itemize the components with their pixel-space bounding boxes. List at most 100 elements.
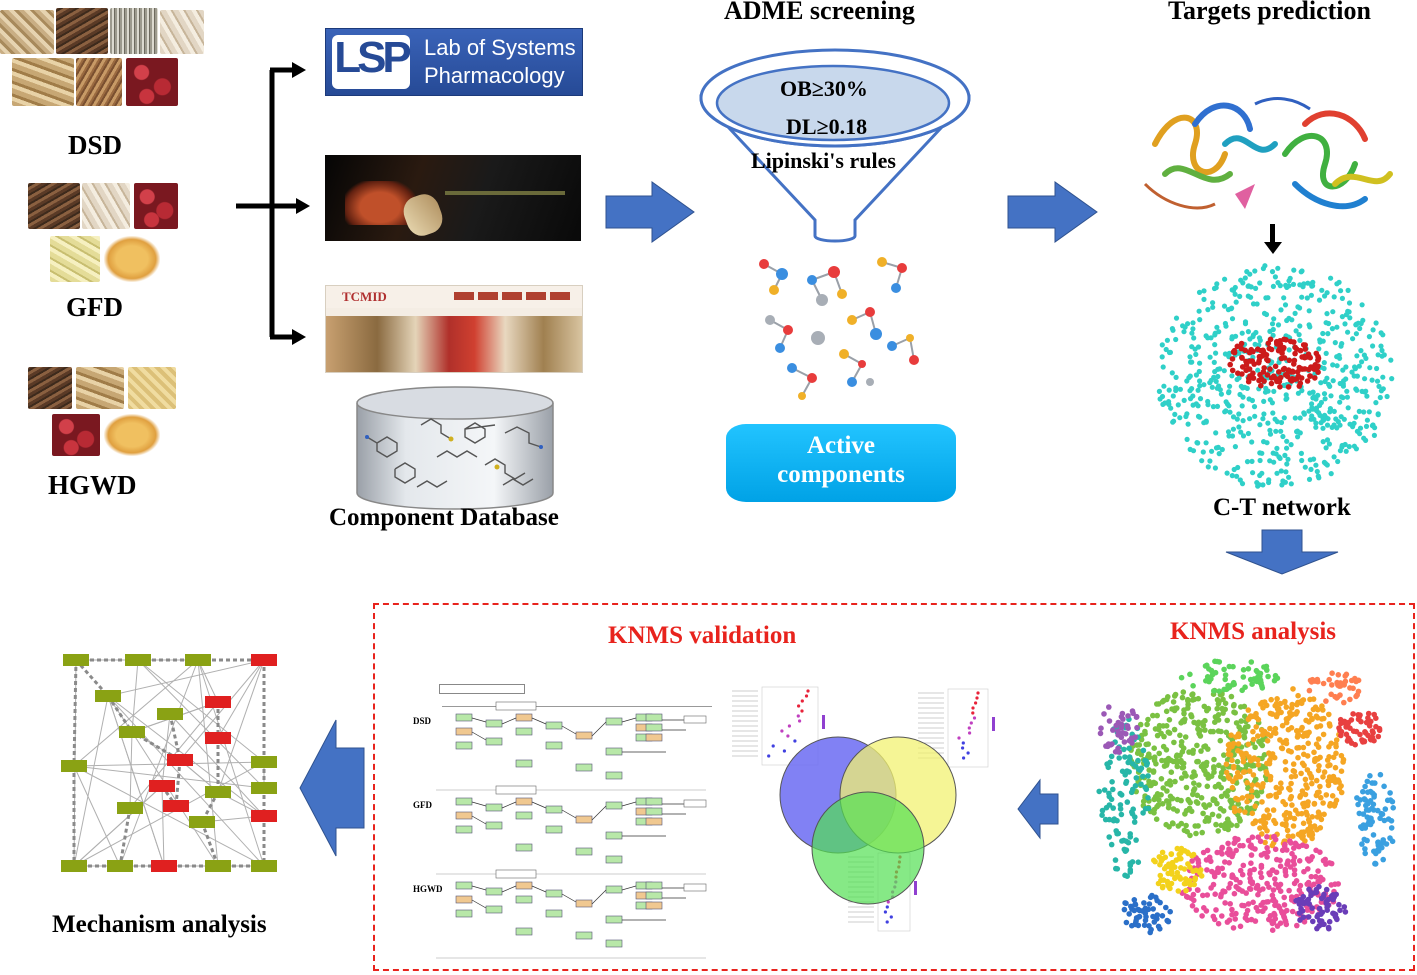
target-node	[1334, 425, 1340, 431]
cluster-node	[1306, 687, 1313, 694]
cluster-node	[1355, 716, 1362, 723]
pathway-legend	[439, 684, 525, 694]
target-node	[1267, 427, 1273, 433]
target-node	[1196, 308, 1202, 314]
target-node	[1313, 462, 1319, 468]
target-node	[1373, 320, 1379, 326]
compound-node	[1266, 345, 1273, 352]
cluster-node	[1229, 757, 1235, 764]
cluster-node	[1301, 868, 1307, 875]
cluster-node	[1215, 783, 1222, 789]
pathway-gene-box	[605, 801, 623, 810]
cluster-node	[1377, 771, 1384, 778]
cluster-node	[1283, 821, 1289, 827]
target-node	[1214, 281, 1220, 287]
pathway-gene-box	[515, 759, 533, 768]
cluster-node	[1342, 678, 1349, 685]
cluster-node	[1315, 706, 1321, 713]
target-node	[1328, 275, 1334, 281]
target-node	[1271, 316, 1277, 322]
cluster-node	[1340, 759, 1346, 765]
cluster-node	[1151, 754, 1158, 760]
cluster-node	[1257, 670, 1264, 677]
target-node	[1326, 441, 1332, 447]
compound-node	[1287, 377, 1294, 383]
cluster-node	[1306, 819, 1313, 825]
compound-node	[1239, 371, 1245, 377]
target-node	[1371, 432, 1377, 438]
cluster-node	[1291, 867, 1298, 873]
cluster-node	[1313, 847, 1319, 854]
cluster-node	[1230, 703, 1237, 709]
cluster-node	[1312, 756, 1318, 762]
cluster-node	[1259, 685, 1266, 691]
cluster-node	[1131, 897, 1138, 903]
target-node	[1374, 365, 1380, 372]
target-node	[1337, 448, 1343, 454]
cluster-node	[1231, 840, 1237, 846]
cluster-node	[1233, 720, 1240, 726]
cluster-node	[1212, 719, 1218, 725]
mechanism-node	[205, 696, 231, 708]
cluster-node	[1332, 911, 1339, 918]
target-node	[1251, 404, 1258, 410]
cluster-node	[1258, 874, 1265, 881]
target-node	[1324, 311, 1330, 317]
cluster-node	[1292, 840, 1299, 847]
cluster-node	[1166, 863, 1173, 870]
cluster-node	[1227, 797, 1234, 804]
pathway-gene-box	[485, 821, 503, 830]
target-node	[1201, 382, 1207, 388]
cluster-node	[1219, 913, 1225, 919]
target-node	[1378, 388, 1384, 394]
compound-node	[1291, 357, 1298, 364]
cluster-node	[1134, 742, 1140, 748]
target-node	[1324, 437, 1331, 443]
compound-node	[1286, 357, 1293, 364]
component-database-label: Component Database	[329, 504, 559, 531]
dotplot-point	[883, 910, 887, 914]
target-node	[1227, 409, 1233, 415]
cluster-node	[1122, 772, 1128, 778]
cluster-node	[1165, 729, 1172, 735]
compound-node	[1246, 366, 1253, 372]
target-node	[1222, 320, 1228, 327]
target-node	[1229, 473, 1235, 479]
cluster-node	[1106, 790, 1112, 797]
pathway-gene-box	[575, 931, 593, 940]
cluster-node	[1159, 801, 1166, 807]
cluster-node	[1252, 744, 1258, 751]
cluster-node	[1380, 856, 1386, 863]
cluster-node	[1265, 673, 1271, 680]
cluster-node	[1216, 762, 1222, 769]
target-node	[1347, 315, 1353, 321]
cluster-node	[1335, 672, 1342, 678]
cluster-node	[1341, 904, 1348, 910]
compound-node	[1277, 384, 1283, 390]
target-node	[1346, 300, 1353, 306]
target-node	[1306, 308, 1312, 314]
target-node	[1189, 359, 1195, 365]
cluster-node	[1124, 799, 1131, 805]
target-node	[1282, 452, 1288, 458]
cluster-node	[1305, 914, 1312, 920]
cluster-node	[1116, 755, 1122, 761]
target-node	[1345, 329, 1351, 335]
cluster-node	[1214, 658, 1220, 665]
compound-node	[1234, 343, 1241, 350]
cluster-node	[1306, 857, 1312, 863]
cluster-node	[1202, 727, 1208, 733]
herb-photo	[126, 58, 178, 106]
cluster-node	[1291, 880, 1298, 887]
cluster-node	[1295, 692, 1301, 699]
target-node	[1205, 307, 1211, 313]
target-node	[1240, 433, 1247, 439]
cluster-node	[1233, 910, 1239, 917]
target-node	[1187, 354, 1193, 360]
target-node	[1169, 370, 1175, 376]
cluster-node	[1245, 741, 1252, 748]
target-node	[1195, 403, 1201, 409]
tcmid-database-banner: TCMID	[325, 285, 583, 373]
target-node	[1257, 280, 1263, 286]
cluster-node	[1099, 812, 1105, 818]
